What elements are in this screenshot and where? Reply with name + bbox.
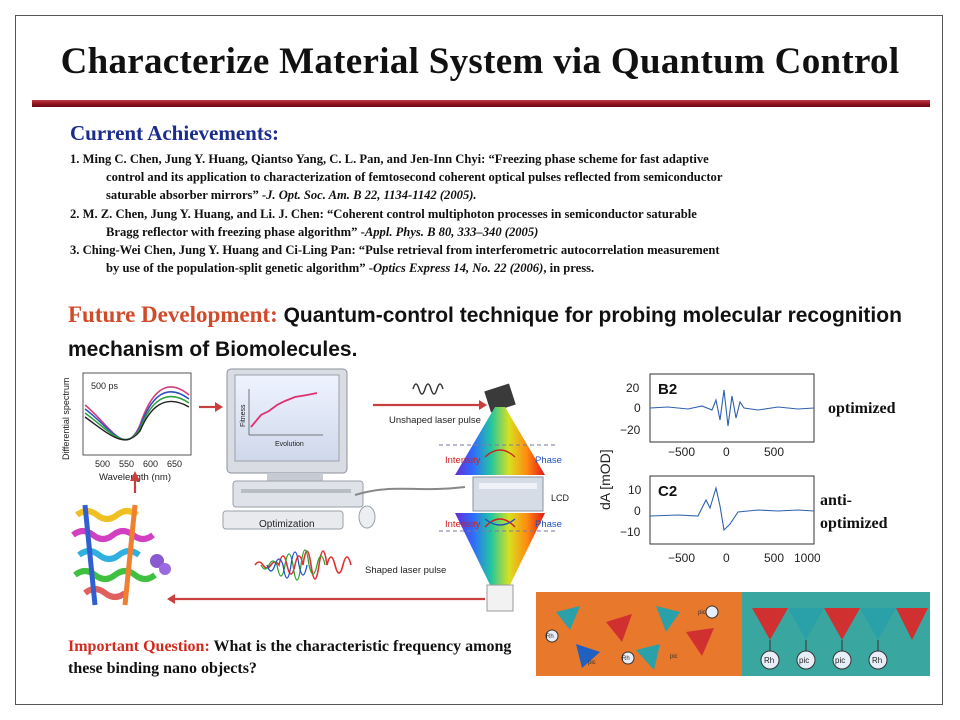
xtick-650: 650 xyxy=(167,459,182,469)
optimized-label: optimized xyxy=(828,400,896,417)
c2-ytick-10: 10 xyxy=(628,483,642,497)
left-label-4: Rh xyxy=(622,656,630,662)
dispersed-beam-top xyxy=(455,407,545,475)
left-label-1: pic xyxy=(698,610,706,616)
reference-2-journal: Appl. Phys. B 80, 333–340 (2005) xyxy=(364,224,539,239)
plots-ylabel: dA [mOD] xyxy=(598,449,613,510)
future-development: Future Development: Quantum-control tech… xyxy=(68,298,938,366)
reference-1-journal: J. Opt. Soc. Am. B 22, 1134-1142 (2005). xyxy=(266,188,477,203)
question-label: Important Question: xyxy=(68,638,210,655)
spectrum-inset: 500 ps Differential spectrum 500 550 600… xyxy=(61,372,192,483)
dispersed-beam-bottom xyxy=(455,513,545,591)
lcd-slot xyxy=(479,483,537,489)
nano-objects-image: pic Rh pic Rh pic Rh pic Rh pic xyxy=(536,592,930,676)
xtick-600: 600 xyxy=(143,459,158,469)
plot-c2: C2 10 0 −10 −500 0 500 1000 xyxy=(620,475,820,565)
nano-label-rh-2: Rh xyxy=(872,656,882,665)
reference-1-lead: 1. Ming C. Chen, Jung Y. Huang, Qiantso … xyxy=(70,152,709,166)
reference-3-tail: , in press. xyxy=(543,261,595,276)
unshaped-pulse: Unshaped laser pulse xyxy=(373,383,487,426)
xtick-500: 500 xyxy=(95,459,110,469)
computer-illustration: Fitness Evolution Optimization xyxy=(222,368,376,530)
reference-1-mid: control and its application to character… xyxy=(106,170,723,185)
reference-3-end: by use of the population-split genetic a… xyxy=(106,261,373,276)
reference-2: 2. M. Z. Chen, Jung Y. Huang, and Li. J.… xyxy=(70,205,930,241)
evolution-label: Evolution xyxy=(275,441,304,448)
intensity-label-top: Intensity xyxy=(445,455,481,466)
left-label-3: pic xyxy=(588,660,596,666)
future-label: Future Development: xyxy=(68,302,278,327)
xtick-550: 550 xyxy=(119,459,134,469)
c2-xtick-neg500: −500 xyxy=(668,551,695,565)
b2-ytick-neg20: −20 xyxy=(620,423,641,437)
reference-3: 3. Ching-Wei Chen, Jung Y. Huang and Ci-… xyxy=(70,241,930,277)
dA-plots: dA [mOD] B2 20 0 −20 −500 0 500 C2 10 0 … xyxy=(598,373,820,565)
important-question: Important Question: What is the characte… xyxy=(68,636,518,680)
arrow-head-computer xyxy=(215,402,223,412)
b2-xtick-neg500: −500 xyxy=(668,445,695,459)
question-text: What is the characteristic frequency amo… xyxy=(68,638,512,677)
nano-label-rh-1: Rh xyxy=(764,656,774,665)
top-mirror xyxy=(484,383,516,413)
c2-xtick-500: 500 xyxy=(764,551,784,565)
return-arrow-head xyxy=(167,594,175,604)
phase-label-top: Phase xyxy=(535,455,562,466)
phase-label-bottom: Phase xyxy=(535,519,562,530)
shaped-label: Shaped laser pulse xyxy=(365,565,446,576)
time-label: 500 ps xyxy=(91,381,119,391)
protein-illustration xyxy=(71,504,171,606)
b2-ytick-20: 20 xyxy=(626,381,640,395)
anti-optimized-label-line1: anti- xyxy=(820,492,852,509)
reference-2-end: Bragg reflector with freezing phase algo… xyxy=(106,224,365,239)
intensity-label-bottom: Intensity xyxy=(445,519,481,530)
plot-b2: B2 20 0 −20 −500 0 500 xyxy=(620,373,815,459)
reference-list: 1. Ming C. Chen, Jung Y. Huang, Qiantso … xyxy=(70,150,930,277)
lcd-label: LCD xyxy=(551,493,570,503)
lcd-panel xyxy=(472,476,544,512)
arrow-head-spectrum xyxy=(130,471,140,481)
future-text: Quantum-control technique for probing mo… xyxy=(68,304,902,361)
c2-ytick-0: 0 xyxy=(634,504,641,518)
shaped-pulse: Shaped laser pulse xyxy=(254,549,446,581)
unshaped-label: Unshaped laser pulse xyxy=(389,415,481,426)
b2-ytick-0: 0 xyxy=(634,401,641,415)
left-label-2: Rh xyxy=(546,634,554,640)
spectrum-ylabel: Differential spectrum xyxy=(61,378,71,460)
c2-ytick-neg10: −10 xyxy=(620,525,641,539)
plot-b2-name: B2 xyxy=(658,381,677,398)
achievements-heading: Current Achievements: xyxy=(70,121,279,145)
reference-3-lead: 3. Ching-Wei Chen, Jung Y. Huang and Ci-… xyxy=(70,243,720,258)
b2-xtick-0: 0 xyxy=(723,445,730,459)
b2-xtick-500: 500 xyxy=(764,445,784,459)
nano-label-pic-1: pic xyxy=(799,656,809,665)
reference-2-lead: 2. M. Z. Chen, Jung Y. Huang, and Li. J.… xyxy=(70,206,697,221)
reference-3-journal: Optics Express 14, No. 22 (2006) xyxy=(372,261,544,276)
reference-1: 1. Ming C. Chen, Jung Y. Huang, Qiantso … xyxy=(70,150,930,205)
c2-xtick-0: 0 xyxy=(723,551,730,565)
left-label-5: pic xyxy=(670,654,678,660)
nano-label-pic-2: pic xyxy=(835,656,845,665)
slide-title: Characterize Material System via Quantum… xyxy=(60,41,900,82)
quantum-control-diagram: 500 ps Differential spectrum 500 550 600… xyxy=(61,368,570,612)
title-underline xyxy=(32,100,930,107)
fitness-label: Fitness xyxy=(240,404,247,427)
plot-c2-name: C2 xyxy=(658,483,677,500)
anti-optimized-label-line2: optimized xyxy=(820,515,888,532)
reference-1-end: saturable absorber mirrors” - xyxy=(106,188,267,203)
c2-xtick-1000: 1000 xyxy=(794,551,820,565)
bottom-mirror xyxy=(486,584,514,612)
computer-cable xyxy=(354,486,466,496)
slide-frame xyxy=(15,15,943,705)
optimization-label: Optimization xyxy=(259,519,315,530)
